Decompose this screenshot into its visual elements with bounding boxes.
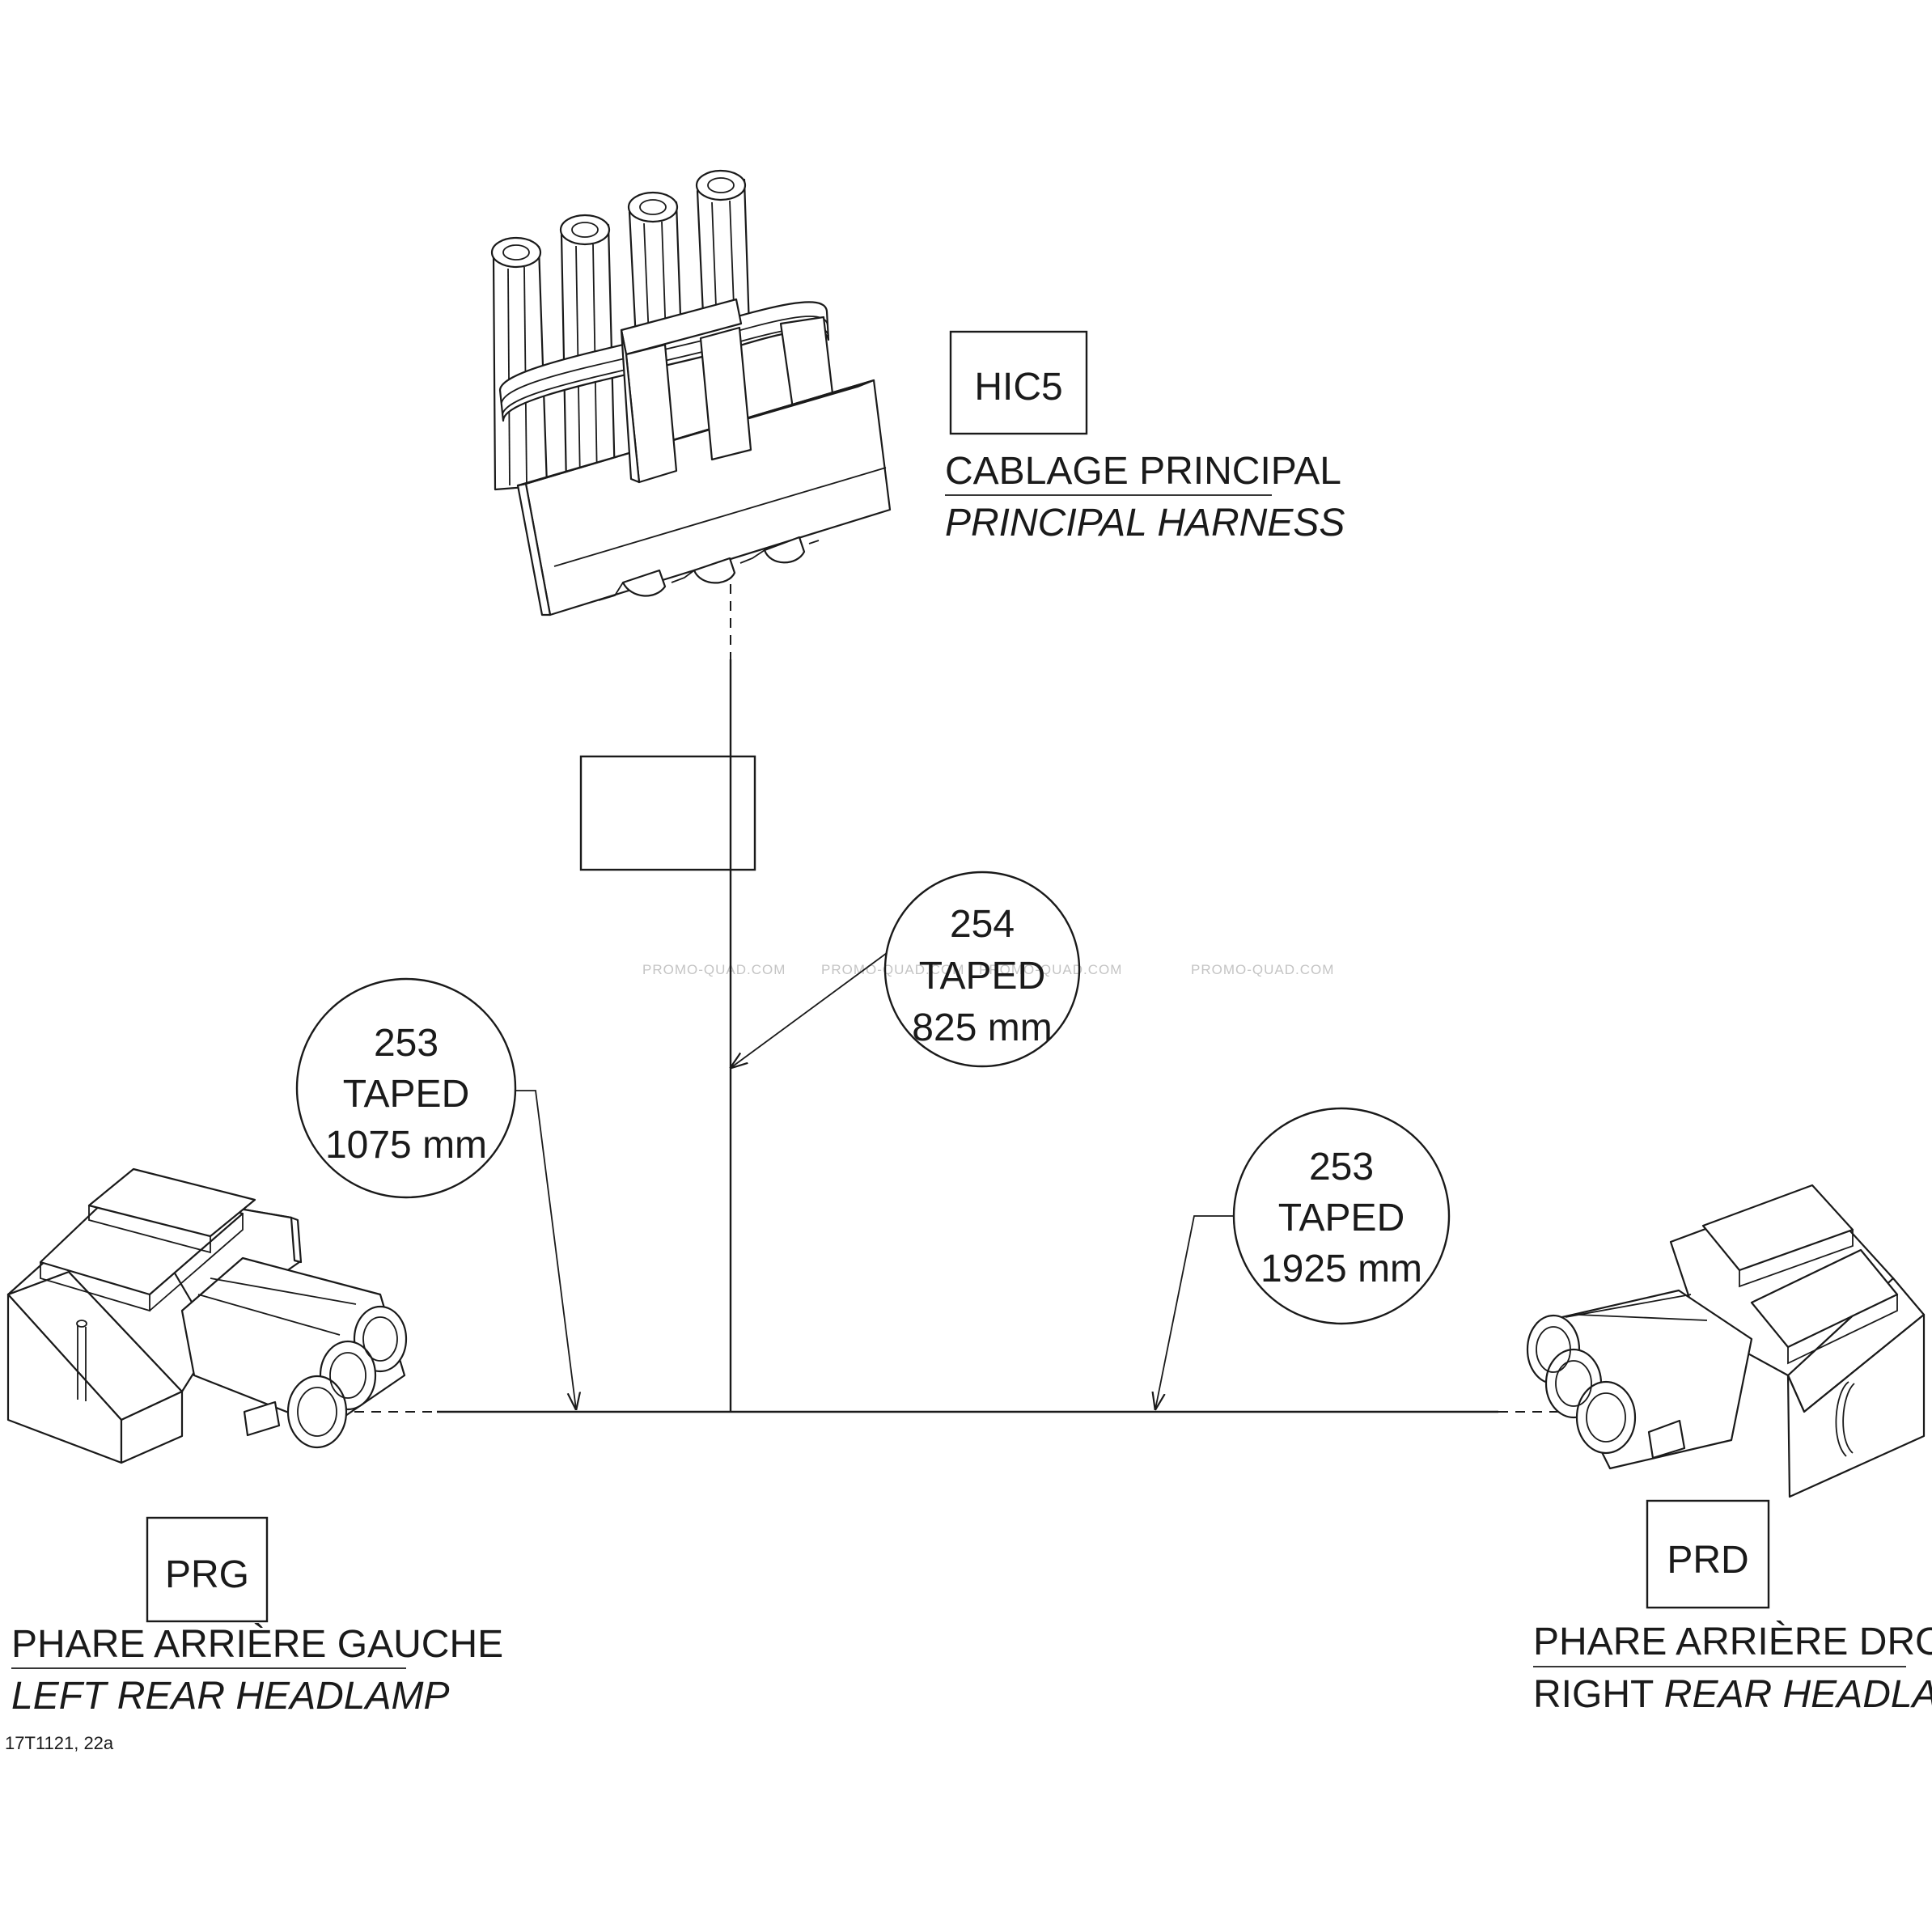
callout-wire-number: 253: [374, 1022, 439, 1065]
callout-note: TAPED: [1278, 1197, 1405, 1239]
wire-tube: [695, 169, 751, 333]
connector-name-fr: PHARE ARRIÈRE DROIT: [1533, 1621, 1932, 1663]
watermark-text: PROMO-QUAD.COM: [821, 962, 964, 977]
hic5-connector-drawing: [490, 169, 892, 616]
callout-254: 254 TAPED 825 mm: [731, 871, 1081, 1068]
connector-code: HIC5: [974, 366, 1062, 409]
wire-tube: [490, 236, 549, 491]
watermark-row: PROMO-QUAD.COM PROMO-QUAD.COM PROMO-QUAD…: [642, 962, 1334, 977]
callout-253-left: 253 TAPED 1075 mm: [295, 977, 576, 1409]
watermark-text: PROMO-QUAD.COM: [642, 962, 786, 977]
callout-length: 825 mm: [912, 1006, 1052, 1049]
callout-wire-number: 254: [950, 903, 1015, 946]
prd-connector-drawing: [1526, 1184, 1926, 1498]
callout-length: 1075 mm: [325, 1124, 487, 1167]
connector-name-en-italic: REAR HEADLAMP: [1664, 1673, 1932, 1716]
junction-box: [579, 755, 756, 871]
connector-name-fr: CABLAGE PRINCIPAL: [945, 450, 1341, 493]
prg-connector-drawing: [6, 1167, 408, 1464]
connector-code: PRD: [1667, 1539, 1748, 1582]
watermark-text: PROMO-QUAD.COM: [979, 962, 1122, 977]
connector-name-fr: PHARE ARRIÈRE GAUCHE: [11, 1623, 503, 1666]
callout-253-right: 253 TAPED 1925 mm: [1155, 1107, 1451, 1409]
figure-reference: 17T1121, 22a: [5, 1733, 114, 1753]
connector-code: PRG: [165, 1553, 249, 1596]
callout-note: TAPED: [919, 955, 1045, 998]
connector-name-en: PRINCIPAL HARNESS: [945, 502, 1345, 544]
prg-label[interactable]: PRG: [146, 1516, 269, 1623]
wire-tube: [627, 191, 683, 341]
connector-name-en-plain: RIGHT: [1533, 1673, 1664, 1716]
callout-length: 1925 mm: [1260, 1248, 1422, 1290]
connector-name-en: LEFT REAR HEADLAMP: [11, 1675, 449, 1718]
hic5-label[interactable]: HIC5: [949, 330, 1088, 435]
watermark-text: PROMO-QUAD.COM: [1191, 962, 1334, 977]
prd-label[interactable]: PRD: [1646, 1499, 1770, 1609]
callout-wire-number: 253: [1309, 1146, 1374, 1188]
callout-note: TAPED: [343, 1073, 469, 1116]
connector-name-en: RIGHT REAR HEADLAMP: [1533, 1673, 1932, 1716]
